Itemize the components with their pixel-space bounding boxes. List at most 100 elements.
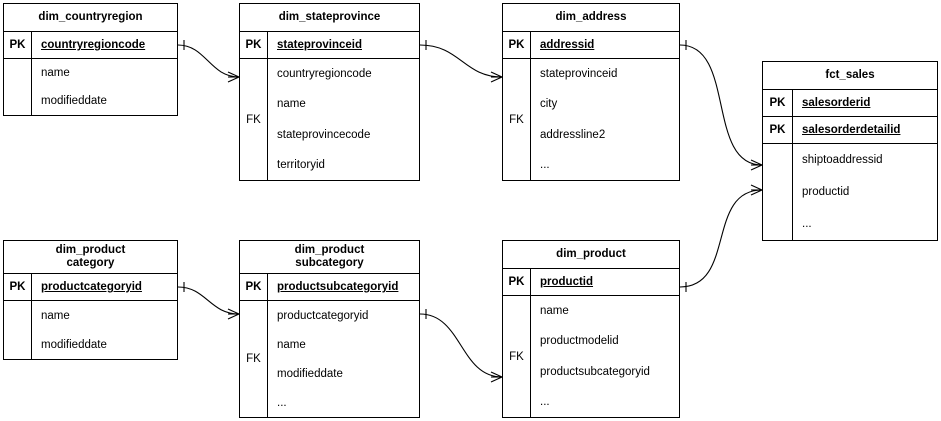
key-badge-fk-dim_productsubcategory: FK bbox=[240, 301, 268, 417]
relationship-line bbox=[679, 44, 763, 166]
attribute-block-dim_countryregion: name modifieddate bbox=[4, 59, 177, 115]
cardinality-many-foot-2 bbox=[490, 76, 503, 83]
entity-title-fct_sales: fct_sales bbox=[763, 62, 937, 90]
key-badge-pk: PK bbox=[763, 90, 793, 116]
key-row-dim_countryregion-countryregioncode[interactable]: PK countryregioncode bbox=[4, 32, 177, 59]
relationship-productsubcategory-to-product bbox=[419, 309, 503, 383]
relationship-line bbox=[177, 44, 240, 78]
key-badge-pk: PK bbox=[763, 117, 793, 143]
cardinality-many-foot-0 bbox=[490, 71, 503, 78]
key-badge-pk: PK bbox=[503, 32, 531, 58]
relationship-countryregion-to-stateprovince bbox=[177, 40, 240, 83]
attribute-row: ... bbox=[802, 218, 812, 230]
entity-title-dim_productcategory: dim_product category bbox=[4, 241, 177, 274]
key-row-dim_product-productid[interactable]: PK productid bbox=[503, 269, 679, 296]
attribute-row: ... bbox=[277, 396, 287, 409]
attribute-name: productsubcategoryid bbox=[277, 281, 399, 293]
relationship-line bbox=[177, 286, 240, 315]
attribute-row: territoryid bbox=[277, 158, 325, 171]
attribute-row: stateprovincecode bbox=[277, 128, 371, 141]
attribute-row: modifieddate bbox=[277, 367, 343, 380]
attribute-list: name modifieddate bbox=[32, 301, 177, 359]
key-badge-fk-dim_countryregion bbox=[4, 59, 32, 115]
key-badge-fk-fct_sales bbox=[763, 144, 793, 240]
key-badge-fk-dim_stateprovince: FK bbox=[240, 59, 268, 180]
entity-title-dim_productsubcategory: dim_product subcategory bbox=[240, 241, 419, 274]
attribute-list: name modifieddate bbox=[32, 59, 177, 115]
cardinality-many-foot-0 bbox=[227, 71, 240, 78]
attribute-list: shiptoaddressid productid... bbox=[793, 144, 937, 240]
attribute-name: salesorderid bbox=[802, 97, 871, 109]
cardinality-many-foot-2 bbox=[750, 164, 763, 171]
attribute-row: city bbox=[540, 98, 558, 111]
relationship-product-to-sales bbox=[679, 184, 763, 292]
cardinality-many-foot-2 bbox=[227, 313, 240, 320]
key-badge-pk: PK bbox=[4, 274, 32, 300]
key-badge-pk: PK bbox=[4, 32, 32, 58]
attribute-name: salesorderdetailid bbox=[802, 124, 901, 136]
attribute-list: productcategoryid name modifieddate... bbox=[268, 301, 419, 417]
attribute-name: countryregioncode bbox=[41, 39, 146, 51]
cardinality-many-foot-0 bbox=[227, 308, 240, 315]
key-row-dim_productsubcategory-productsubcategoryid[interactable]: PK productsubcategoryid bbox=[240, 274, 419, 301]
attribute-block-fct_sales: shiptoaddressid productid... bbox=[763, 144, 937, 240]
attribute-name: addressid bbox=[540, 39, 595, 51]
cardinality-many-foot-0 bbox=[490, 371, 503, 378]
attribute-row: name bbox=[277, 338, 306, 351]
relationship-line bbox=[679, 189, 763, 288]
entity-title-dim_address: dim_address bbox=[503, 4, 679, 32]
cardinality-many-foot-0 bbox=[750, 184, 763, 191]
key-badge-fk-dim_address: FK bbox=[503, 59, 531, 180]
relationship-productcategory-to-subcategory bbox=[177, 282, 240, 320]
key-badge-pk: PK bbox=[240, 274, 268, 300]
cardinality-many-foot-0 bbox=[750, 159, 763, 166]
attribute-block-dim_productcategory: name modifieddate bbox=[4, 301, 177, 359]
key-row-dim_address-addressid[interactable]: PK addressid bbox=[503, 32, 679, 59]
attribute-name: productcategoryid bbox=[41, 281, 142, 293]
entity-title-dim_stateprovince: dim_stateprovince bbox=[240, 4, 419, 32]
attribute-row: name bbox=[41, 309, 70, 322]
relationship-line bbox=[419, 313, 503, 378]
attribute-row: stateprovinceid bbox=[540, 68, 618, 81]
attribute-name: stateprovinceid bbox=[277, 39, 362, 51]
attribute-row: productid bbox=[802, 186, 850, 198]
attribute-row: modifieddate bbox=[41, 338, 107, 351]
attribute-row: ... bbox=[540, 395, 550, 408]
attribute-row: name bbox=[277, 98, 306, 111]
attribute-row: productmodelid bbox=[540, 335, 619, 348]
attribute-block-dim_productsubcategory: FK productcategoryid name modifieddate... bbox=[240, 301, 419, 417]
key-row-dim_productcategory-productcategoryid[interactable]: PK productcategoryid bbox=[4, 274, 177, 301]
entity-title-dim_countryregion: dim_countryregion bbox=[4, 4, 177, 32]
key-row-fct_sales-salesorderdetailid[interactable]: PK salesorderdetailid bbox=[763, 117, 937, 144]
key-badge-pk: PK bbox=[503, 269, 531, 295]
relationship-stateprovince-to-address bbox=[419, 40, 503, 83]
attribute-name: productid bbox=[540, 276, 594, 288]
key-badge-pk: PK bbox=[240, 32, 268, 58]
cardinality-many-foot-2 bbox=[490, 376, 503, 383]
key-row-dim_stateprovince-stateprovinceid[interactable]: PK stateprovinceid bbox=[240, 32, 419, 59]
attribute-row: modifieddate bbox=[41, 95, 107, 107]
attribute-row: shiptoaddressid bbox=[802, 154, 883, 166]
attribute-row: productsubcategoryid bbox=[540, 365, 650, 378]
key-badge-fk-dim_product: FK bbox=[503, 296, 531, 417]
attribute-row: productcategoryid bbox=[277, 309, 369, 322]
relationship-line bbox=[419, 44, 503, 78]
entity-title-dim_product: dim_product bbox=[503, 241, 679, 269]
key-row-fct_sales-salesorderid[interactable]: PK salesorderid bbox=[763, 90, 937, 117]
attribute-row: name bbox=[41, 67, 70, 79]
relationship-address-to-sales bbox=[679, 40, 763, 171]
attribute-row: addressline2 bbox=[540, 128, 606, 141]
